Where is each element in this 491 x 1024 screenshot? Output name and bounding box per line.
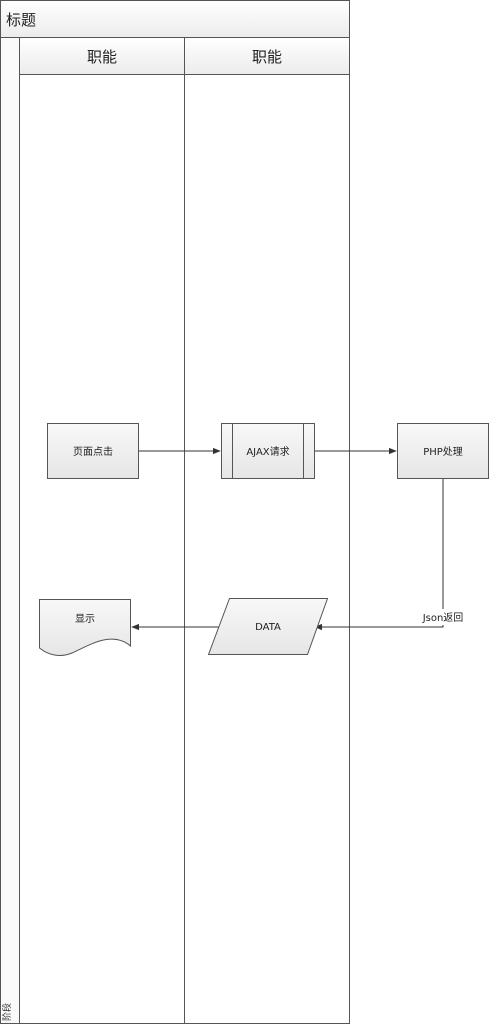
node-php-process-label: PHP处理 [423,446,463,458]
lane-2-label: 职能 [252,48,282,66]
lane-2-body [184,74,350,1024]
node-php-process[interactable]: PHP处理 [397,423,489,479]
lane-1-header [19,37,185,75]
node-display[interactable]: 显示 [39,599,131,656]
lane-1-body [19,74,185,1024]
lane-2-header [184,37,350,75]
phase-column [0,37,20,1024]
node-data[interactable]: DATA [207,598,329,655]
pool-title-bar [0,0,350,38]
lane-1-label: 职能 [87,48,117,66]
node-page-click[interactable]: 页面点击 [47,423,139,479]
node-ajax-request[interactable]: AJAX请求 [221,423,315,479]
pool-title: 标题 [6,11,36,29]
edges [131,447,444,631]
swimlane-pool: 标题 阶段 职能 职能 [0,0,350,1024]
edge-php-to-data [314,479,444,631]
node-display-label: 显示 [75,613,95,625]
edge-label-json-return: Json返回 [422,612,464,624]
node-page-click-label: 页面点击 [73,446,113,458]
phase-label: 阶段 [1,1003,13,1021]
edge-label-bg [418,609,468,625]
node-ajax-request-label: AJAX请求 [246,445,289,458]
node-data-label: DATA [255,622,281,633]
